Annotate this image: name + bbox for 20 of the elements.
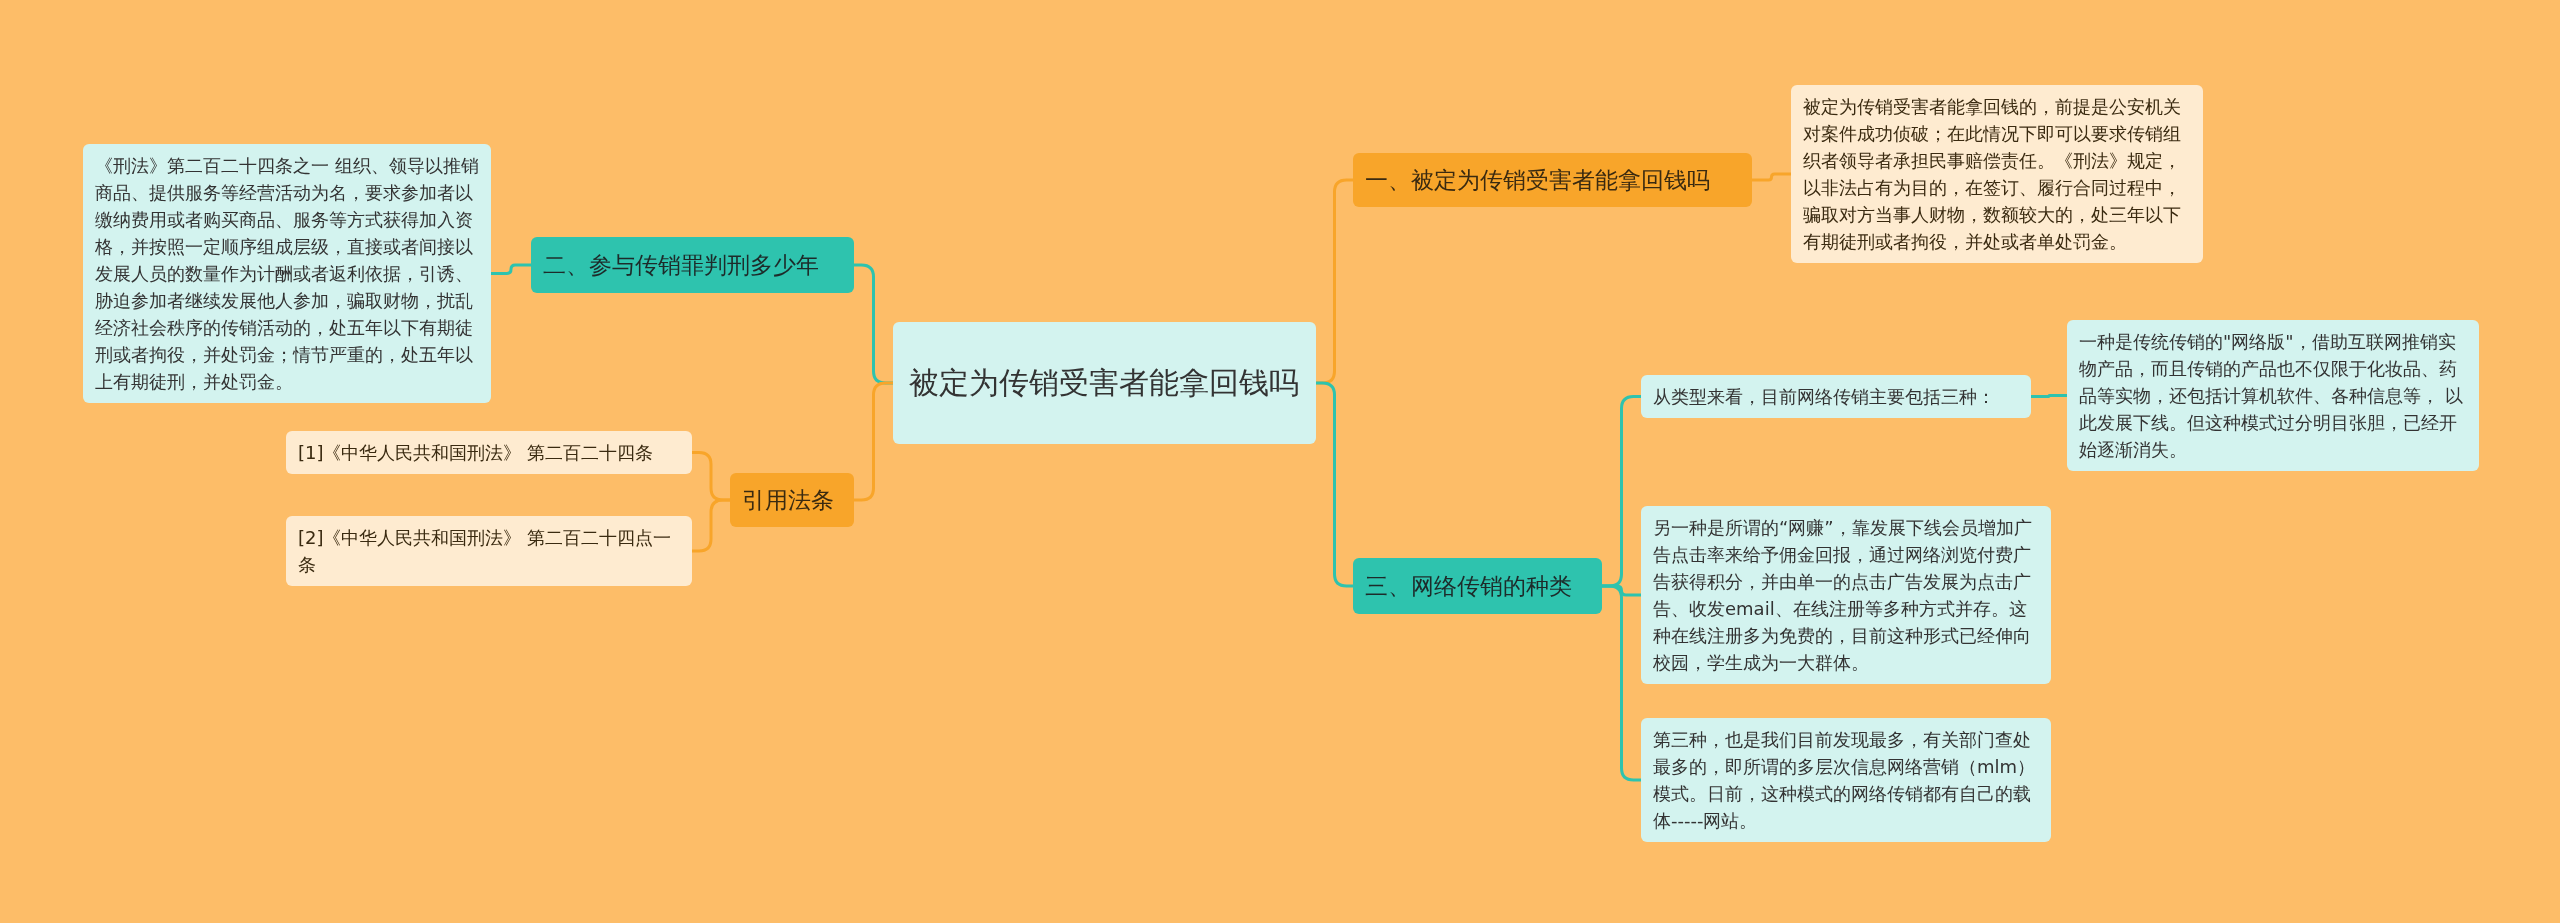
connector-line	[1602, 584, 1641, 782]
note-card: 《刑法》第二百二十四条之一 组织、领导以推销商品、提供服务等经营活动为名，要求参加者以缴纳费用或者购买商品、服务等方式获得加入资格，并按照一定顺序组成层级，直接或者间接以发展人员的数量作为计酬或者返利依据，引诱、胁迫参加者继续发展他人参加，骗取财物，扰乱经济社会秩序的传销活动的，处五年以下有期徒刑或者拘役，并处罚金；情节严重的，处五年以上有期徒刑，并处罚金。	[83, 144, 491, 403]
note-card: [2]《中华人民共和国刑法》 第二百二十四点一条	[286, 516, 692, 586]
note-card: 从类型来看，目前网络传销主要包括三种：	[1641, 375, 2031, 418]
connector-line	[692, 498, 730, 553]
branch-topic: 二、参与传销罪判刑多少年	[531, 237, 854, 293]
connector-line	[854, 381, 893, 502]
connector-line	[1316, 381, 1353, 588]
branch-topic: 引用法条	[730, 473, 854, 527]
note-card: [1]《中华人民共和国刑法》 第二百二十四条	[286, 431, 692, 474]
branch-topic: 一、被定为传销受害者能拿回钱吗	[1353, 153, 1752, 207]
note-card: 一种是传统传销的"网络版"，借助互联网推销实物产品，而且传销的产品也不仅限于化妆品、药品等实物，还包括计算机软件、各种信息等， 以此发展下线。但这种模式过分明目张胆，已经开始逐渐消失。	[2067, 320, 2479, 471]
note-card: 另一种是所谓的“网赚”，靠发展下线会员增加广告点击率来给予佣金回报，通过网络浏览付费广告获得积分，并由单一的点击广告发展为点击广告、收发email、在线注册等多种方式并存。这种在线注册多为免费的，目前这种形式已经伸向校园，学生成为一大群体。	[1641, 506, 2051, 684]
connector-line	[491, 263, 531, 275]
connector-line	[1752, 172, 1791, 182]
note-card: 被定为传销受害者能拿回钱的，前提是公安机关对案件成功侦破；在此情况下即可以要求传销组织者领导者承担民事赔偿责任。《刑法》规定，以非法占有为目的，在签订、履行合同过程中，骗取对方当事人财物，数额较大的，处三年以下有期徒刑或者拘役，并处或者单处罚金。	[1791, 85, 2203, 263]
note-card: 第三种，也是我们目前发现最多，有关部门查处最多的，即所谓的多层次信息网络营销（mlm）模式。日前，这种模式的网络传销都有自己的载体-----网站。	[1641, 718, 2051, 842]
branch-topic: 三、网络传销的种类	[1353, 558, 1602, 614]
connector-line	[2031, 394, 2067, 398]
central-topic: 被定为传销受害者能拿回钱吗	[893, 322, 1316, 444]
